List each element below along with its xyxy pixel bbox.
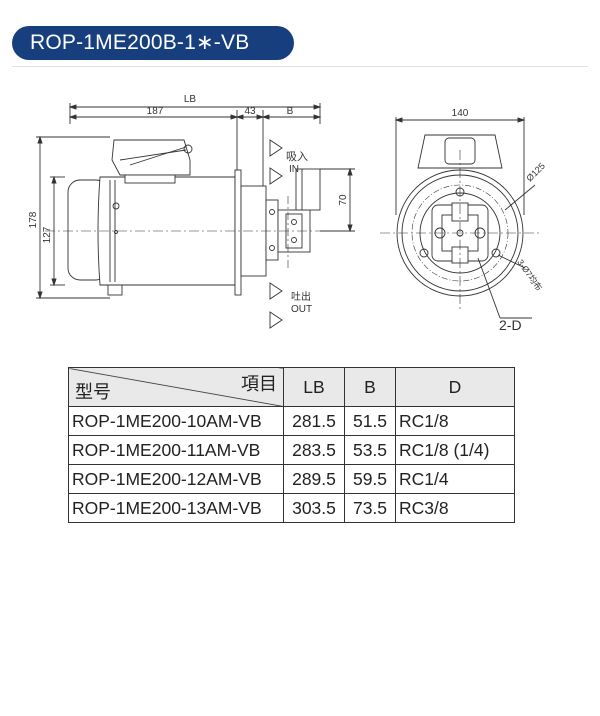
dim-178-label: 178 — [28, 211, 39, 228]
dim-187-label: 187 — [147, 106, 164, 117]
outlet-cn-label: 吐出 — [291, 290, 311, 303]
front-view — [380, 117, 540, 319]
dim-140-label: 140 — [452, 108, 469, 119]
dim-lb-label: LB — [184, 94, 197, 105]
dim-43-label: 43 — [244, 106, 256, 117]
header-lb: LB — [283, 367, 345, 407]
dim-holes-label: 3-Ø7均布 — [515, 257, 544, 292]
row-model: ROP-1ME200-13AM-VB — [68, 493, 284, 523]
dim-b-label: B — [287, 106, 294, 117]
row-d: RC1/8 (1/4) — [395, 435, 515, 465]
row-d: RC1/8 — [395, 406, 515, 436]
side-view — [36, 103, 355, 329]
dim-127-label: 127 — [42, 226, 53, 243]
header-d: D — [395, 367, 515, 407]
row-lb: 281.5 — [283, 406, 345, 436]
table-row: ROP-1ME200-12AM-VB 289.5 59.5 RC1/4 — [68, 464, 515, 494]
row-d: RC3/8 — [395, 493, 515, 523]
dim-70-label: 70 — [338, 194, 349, 206]
row-model: ROP-1ME200-12AM-VB — [68, 464, 284, 494]
title-divider — [12, 66, 588, 67]
row-b: 53.5 — [344, 435, 396, 465]
inlet-en-label: IN — [289, 164, 299, 175]
header-item-label: 項目 — [241, 374, 277, 394]
label-2d: 2-D — [499, 317, 522, 333]
table-header-row: 項目 型号 LB B D — [68, 367, 515, 407]
row-d: RC1/4 — [395, 464, 515, 494]
row-model: ROP-1ME200-11AM-VB — [68, 435, 284, 465]
spec-table: 項目 型号 LB B D ROP-1ME200-10AM-VB 281.5 51… — [68, 367, 515, 523]
row-lb: 303.5 — [283, 493, 345, 523]
row-b: 73.5 — [344, 493, 396, 523]
model-title: ROP-1ME200B-1∗-VB — [12, 26, 294, 60]
table-row: ROP-1ME200-13AM-VB 303.5 73.5 RC3/8 — [68, 493, 515, 523]
dim-phi125-label: Ø125 — [524, 161, 547, 184]
table-row: ROP-1ME200-10AM-VB 281.5 51.5 RC1/8 — [68, 406, 515, 436]
header-b: B — [344, 367, 396, 407]
table-row: ROP-1ME200-11AM-VB 283.5 53.5 RC1/8 (1/4… — [68, 435, 515, 465]
row-b: 51.5 — [344, 406, 396, 436]
header-model-label: 型号 — [75, 382, 111, 402]
header-corner-cell: 項目 型号 — [68, 367, 284, 407]
row-lb: 283.5 — [283, 435, 345, 465]
dimension-drawing: LB 187 43 B 127 178 70 吸入 IN 吐出 OUT 140 … — [28, 94, 547, 333]
inlet-cn-label: 吸入 — [286, 151, 308, 163]
row-lb: 289.5 — [283, 464, 345, 494]
outlet-en-label: OUT — [291, 304, 312, 315]
row-model: ROP-1ME200-10AM-VB — [68, 406, 284, 436]
row-b: 59.5 — [344, 464, 396, 494]
